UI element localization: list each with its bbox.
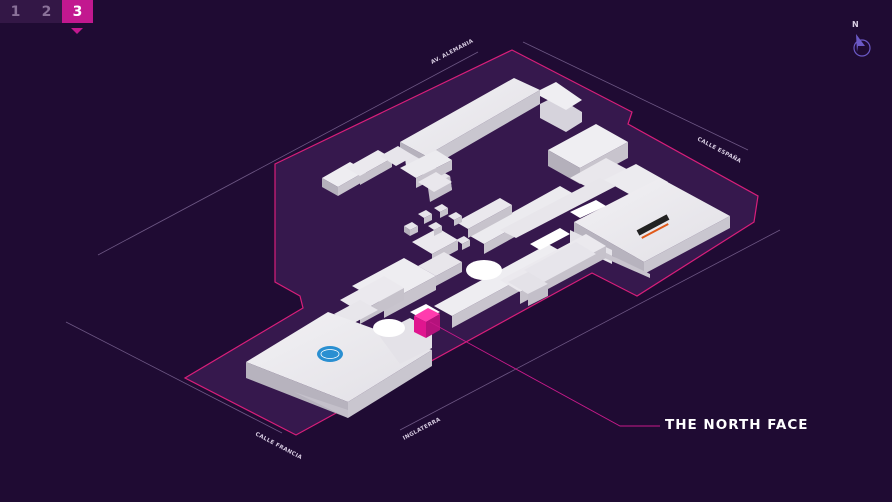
street-label-inglaterra: INGLATERRA bbox=[402, 417, 442, 442]
store-callout-line bbox=[429, 321, 660, 427]
active-floor-caret-icon bbox=[71, 28, 83, 34]
floor-tab-2[interactable]: 2 bbox=[31, 0, 62, 23]
floor-tab-1[interactable]: 1 bbox=[0, 0, 31, 23]
anchor-logos bbox=[317, 214, 670, 362]
compass-north-label: N bbox=[852, 20, 859, 29]
highlighted-store-label[interactable]: THE NORTH FACE bbox=[665, 417, 809, 433]
floor-selector: 1 2 3 bbox=[0, 0, 93, 23]
compass[interactable]: N bbox=[846, 20, 876, 60]
street-label-av-alemania: AV. ALEMANIA bbox=[430, 38, 475, 66]
buildings bbox=[246, 78, 730, 418]
floor-tab-3[interactable]: 3 bbox=[62, 0, 93, 23]
street-label-calle-espana: CALLE ESPAÑA bbox=[696, 136, 743, 165]
highlighted-store-the-north-face[interactable] bbox=[414, 308, 440, 338]
street-label-calle-francia: CALLE FRANCIA bbox=[254, 431, 303, 461]
north-arrow-icon bbox=[853, 34, 871, 57]
street-lines bbox=[65, 41, 781, 434]
